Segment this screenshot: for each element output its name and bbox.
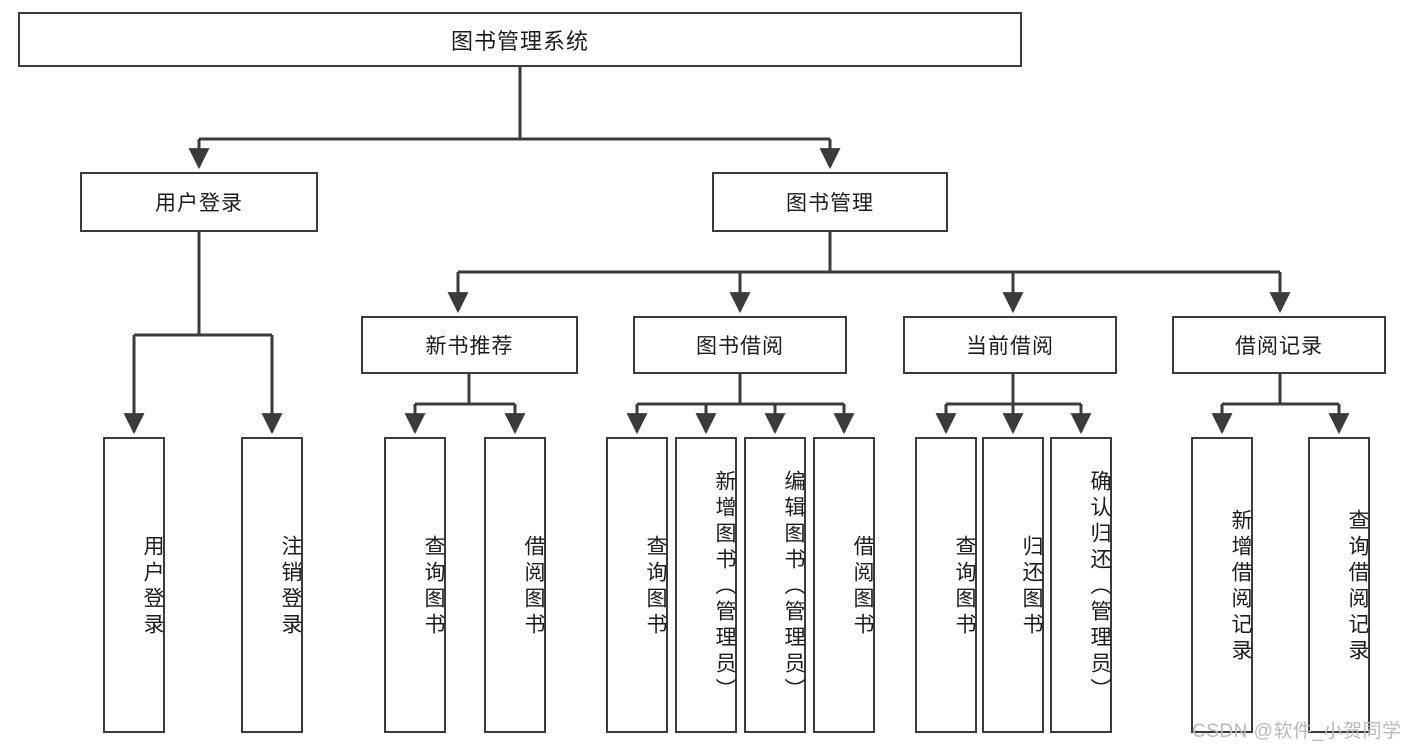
node-label: 查询图书 [644, 535, 667, 639]
node-label: 新书推荐 [425, 335, 514, 358]
leaf-query-book-recommend[interactable]: 查询图书 [384, 437, 446, 733]
node-label: 当前借阅 [966, 335, 1054, 358]
node-label: 确认归还（管理员） [1088, 470, 1111, 704]
node-book-management[interactable]: 图书管理 [712, 172, 948, 232]
node-label: 用户登录 [141, 535, 164, 639]
leaf-edit-book-admin[interactable]: 编辑图书（管理员） [744, 437, 806, 733]
leaf-borrow-book[interactable]: 借阅图书 [813, 437, 875, 733]
node-label: 新增图书（管理员） [713, 470, 736, 704]
node-label: 查询图书 [953, 535, 976, 639]
leaf-logout-login[interactable]: 注销登录 [241, 437, 303, 733]
node-borrow-record[interactable]: 借阅记录 [1172, 316, 1386, 374]
node-label: 借阅图书 [522, 535, 545, 639]
node-current-borrow[interactable]: 当前借阅 [903, 316, 1117, 374]
node-label: 注销登录 [279, 535, 302, 639]
node-new-book-recommend[interactable]: 新书推荐 [361, 316, 578, 374]
node-label: 用户登录 [155, 192, 243, 215]
node-user-login[interactable]: 用户登录 [80, 172, 318, 232]
leaf-add-borrow-record[interactable]: 新增借阅记录 [1191, 437, 1253, 733]
leaf-borrow-book-recommend[interactable]: 借阅图书 [484, 437, 546, 733]
leaf-return-book[interactable]: 归还图书 [982, 437, 1044, 733]
leaf-user-login[interactable]: 用户登录 [103, 437, 165, 733]
node-root-book-management-system[interactable]: 图书管理系统 [18, 12, 1022, 67]
leaf-query-book-borrow[interactable]: 查询图书 [606, 437, 668, 733]
leaf-add-book-admin[interactable]: 新增图书（管理员） [675, 437, 737, 733]
node-label: 编辑图书（管理员） [782, 470, 805, 704]
node-label: 图书借阅 [696, 335, 784, 358]
watermark-text: CSDN @软件_小贺同学 [1192, 721, 1402, 742]
node-book-borrow[interactable]: 图书借阅 [633, 316, 847, 374]
node-label: 图书管理系统 [450, 28, 589, 54]
csdn-watermark: CSDN @软件_小贺同学 [1192, 716, 1401, 743]
node-label: 查询借阅记录 [1346, 509, 1369, 665]
node-label: 借阅记录 [1235, 335, 1323, 358]
node-label: 查询图书 [422, 535, 445, 639]
node-label: 图书管理 [786, 192, 874, 215]
leaf-query-book-current[interactable]: 查询图书 [915, 437, 977, 733]
node-label: 新增借阅记录 [1229, 509, 1252, 665]
node-label: 借阅图书 [851, 535, 874, 639]
node-label: 归还图书 [1020, 535, 1043, 639]
leaf-confirm-return-admin[interactable]: 确认归还（管理员） [1050, 437, 1112, 733]
leaf-query-borrow-record[interactable]: 查询借阅记录 [1308, 437, 1370, 733]
